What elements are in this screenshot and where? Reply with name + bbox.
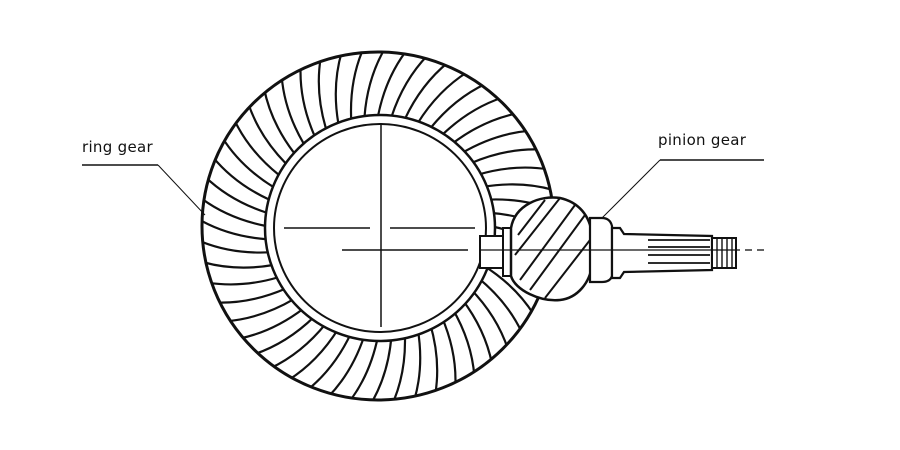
gear-tooth [202, 218, 267, 241]
gear-tooth [202, 239, 270, 254]
gear-tooth [221, 136, 274, 188]
gear-tooth [440, 96, 503, 137]
ring-gear [200, 50, 556, 402]
ring-gear-leader [82, 164, 206, 216]
gear-tooth [215, 287, 287, 304]
gear-tooth [363, 52, 386, 117]
gear-tooth [413, 328, 422, 401]
gear-tooth [317, 57, 328, 129]
gear-tooth [390, 54, 429, 118]
gear-tooth [428, 323, 439, 395]
gear-tooth [327, 334, 366, 398]
gear-tooth [376, 52, 408, 117]
gear-tooth [451, 112, 518, 145]
gear-tooth [482, 183, 555, 192]
gear-tooth [253, 315, 316, 356]
gear-tooth [440, 316, 457, 387]
gear-tooth [334, 52, 343, 124]
gear-tooth [461, 129, 531, 155]
gear-tooth [262, 88, 296, 154]
pinion-gear [479, 196, 737, 302]
gear-tooth [247, 102, 287, 165]
center-lines [284, 125, 475, 327]
gear-tooth [202, 260, 274, 269]
gear-tooth [211, 155, 270, 201]
gear-tooth [403, 61, 450, 120]
gear-tooth [287, 328, 340, 382]
gear-tooth [299, 65, 316, 136]
gear-tooth [269, 322, 327, 370]
ring-gear-label: ring gear [82, 138, 153, 156]
pinion-gear-label: pinion gear [658, 131, 747, 149]
gear-tooth [204, 175, 268, 214]
gear-tooth [469, 148, 541, 165]
gear-tooth [306, 332, 353, 391]
gear-tooth [280, 75, 305, 145]
gear-tooth [202, 196, 267, 228]
gear-tooth [370, 335, 393, 401]
gear-tooth [207, 276, 280, 286]
gear-tooth [238, 307, 305, 340]
gear-tooth [225, 297, 295, 323]
gear-tooth [391, 332, 407, 401]
gear-tooth [476, 166, 549, 176]
pinion-gear-leader [599, 159, 764, 221]
gear-tooth [416, 70, 469, 124]
gear-tooth [348, 335, 380, 401]
gear-tooth [429, 82, 487, 130]
gear-tooth [349, 52, 365, 120]
gear-tooth [232, 118, 280, 176]
